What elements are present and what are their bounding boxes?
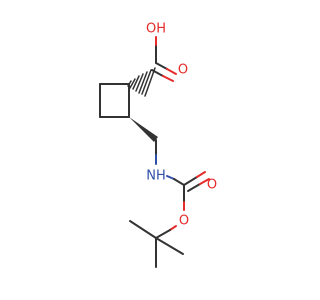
molecule-drawing: OH O NH O O — [99, 22, 217, 268]
carboxyl-o-label: O — [178, 63, 188, 78]
carboxyl-c-o-double-bond-1-red — [166, 68, 177, 75]
chemical-structure: OH O NH O O — [99, 22, 217, 268]
amine-nh-label: NH — [146, 169, 166, 184]
nh-carbonyl-bond — [173, 178, 185, 186]
carbamate-o-label: O — [207, 178, 217, 193]
carbamate-double-bond-1-red — [196, 171, 206, 178]
carboxyl-c-o-double-bond-2 — [151, 69, 164, 77]
tbu-methyl-left-bond — [129, 220, 157, 239]
tbu-methyl-right-bond — [155, 237, 184, 255]
ether-o-tbu-bond — [155, 229, 171, 239]
carbamate-double-bond-1 — [183, 176, 198, 186]
carbamate-double-bond-2 — [187, 183, 201, 192]
nh-carbonyl-bond-blue — [166, 175, 175, 180]
ether-o-tbu-bond-red — [169, 225, 177, 231]
hydroxyl-oh-label: OH — [146, 22, 166, 37]
ether-o-label: O — [179, 214, 189, 229]
carboxyl-c-o-double-bond-2-red — [162, 75, 174, 82]
carbamate-double-bond-2-red — [199, 178, 210, 185]
wedge-stereo-bond — [129, 117, 158, 142]
hashed-stereo-bond — [127, 67, 156, 97]
carboxyl-c-o-double-bond-1 — [155, 62, 168, 70]
